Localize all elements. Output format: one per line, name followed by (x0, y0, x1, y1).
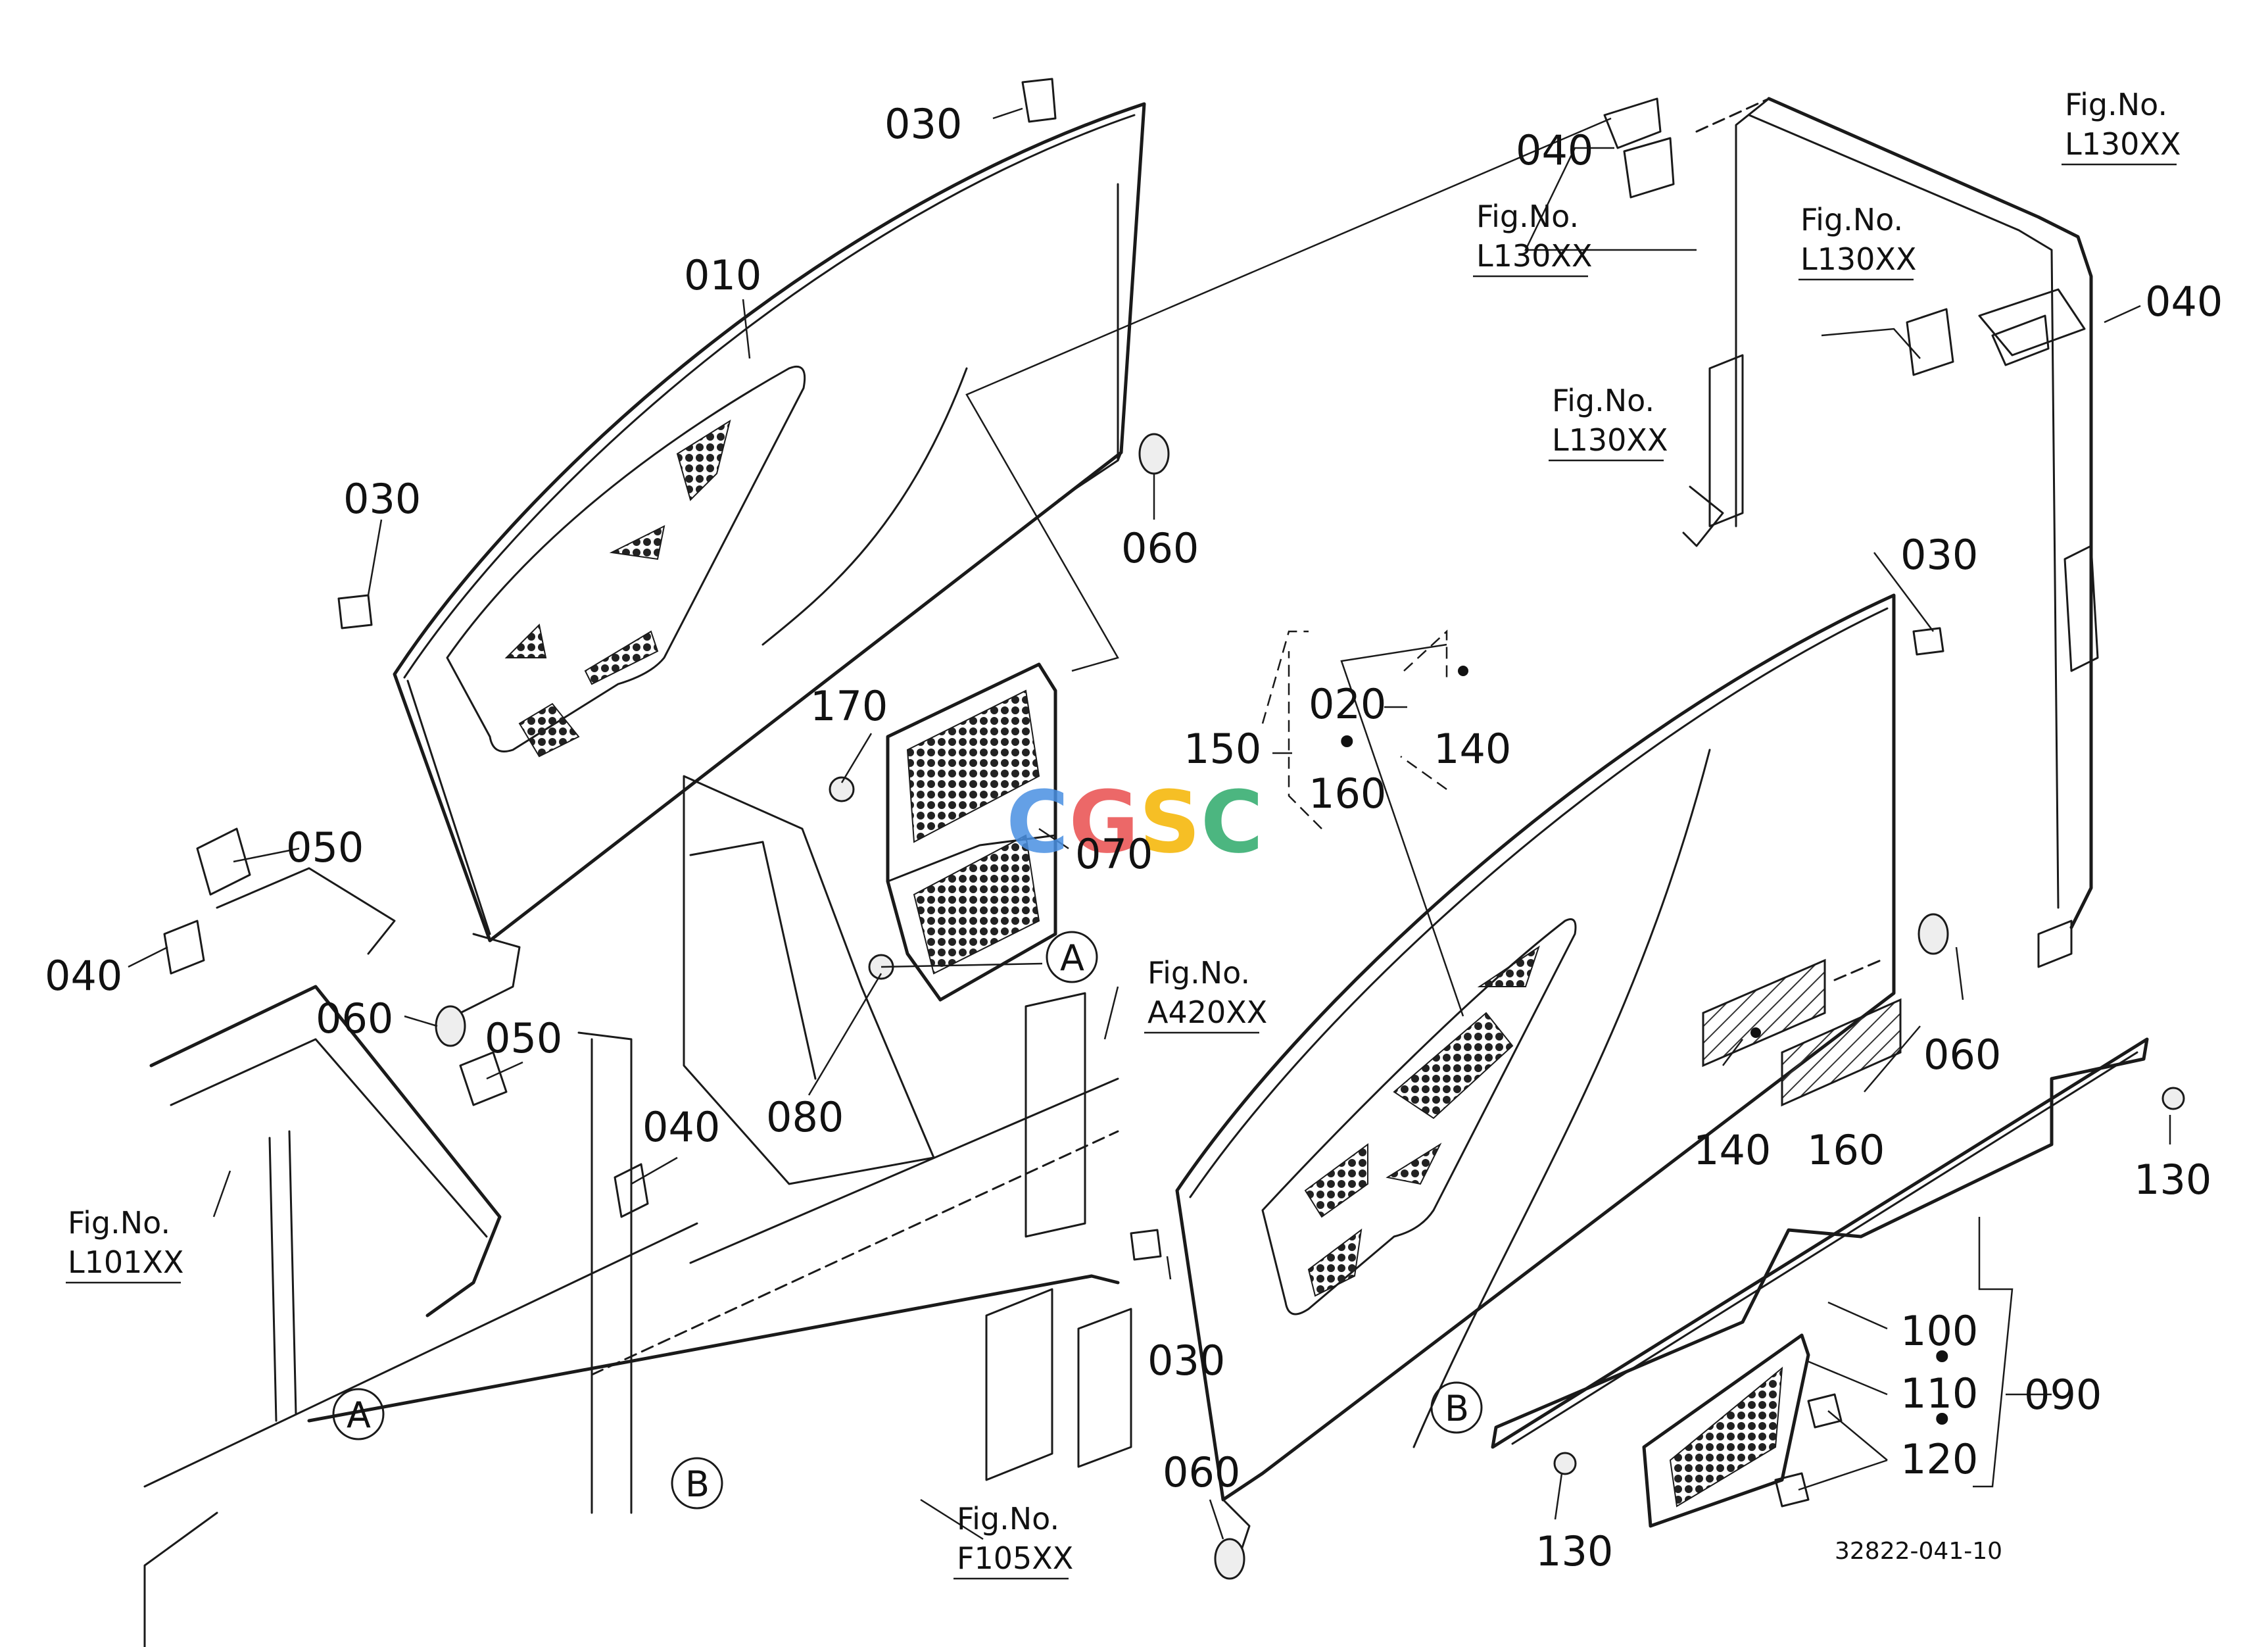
figure-ref: Fig.No. A420XX (1147, 955, 1267, 1030)
part-label-030: 030 (343, 475, 421, 523)
part-label-130: 130 (1535, 1527, 1613, 1575)
part-label-080: 080 (766, 1093, 844, 1141)
part-number-labels: 030 010 030 060 170 070 050 040 060 050 … (45, 100, 2223, 1575)
part-label-040: 040 (45, 952, 122, 1000)
svg-text:Fig.No.: Fig.No. (1147, 955, 1250, 991)
svg-text:L101XX: L101XX (68, 1244, 183, 1280)
part-label-110: 110 (1900, 1369, 1978, 1417)
svg-text:F105XX: F105XX (957, 1540, 1073, 1576)
right-side-cover (1175, 593, 1902, 1567)
part-label-050: 050 (485, 1014, 562, 1062)
part-label-130: 130 (2134, 1156, 2211, 1204)
part-label-120: 120 (1900, 1435, 1978, 1483)
part-label-030: 030 (1147, 1337, 1225, 1385)
figure-ref: Fig.No. L101XX (68, 1205, 183, 1280)
watermark-text: CGSC (1006, 772, 1263, 872)
part-label-100: 100 (1900, 1307, 1978, 1355)
view-marker-a: A (1060, 937, 1084, 979)
figure-ref: Fig.No. F105XX (957, 1501, 1073, 1576)
document-number: 32822-041-10 (1835, 1538, 2002, 1565)
svg-text:L130XX: L130XX (2065, 126, 2181, 162)
svg-text:Fig.No.: Fig.No. (1476, 199, 1579, 234)
part-label-dot: • (1930, 1396, 1954, 1444)
part-label-060: 060 (1121, 524, 1199, 572)
figure-references: Fig.No. L130XX Fig.No. L130XX Fig.No. L1… (68, 87, 2181, 1576)
watermark: CGSC (1006, 772, 1263, 872)
chassis-frame (143, 775, 1132, 1647)
part-label-170: 170 (810, 682, 888, 730)
left-side-cover (393, 102, 1146, 1014)
part-label-160: 160 (1807, 1126, 1885, 1174)
part-label-070: 070 (1075, 830, 1153, 878)
part-label-090: 090 (2024, 1371, 2102, 1419)
view-markers: A A B B (347, 937, 1469, 1505)
part-label-050: 050 (286, 823, 364, 872)
figure-ref: Fig.No. L130XX (1800, 202, 1916, 277)
part-label-030: 030 (1900, 531, 1978, 579)
svg-text:Fig.No.: Fig.No. (957, 1501, 1059, 1536)
svg-text:Fig.No.: Fig.No. (1800, 202, 1903, 237)
part-label-040: 040 (1516, 126, 1593, 174)
view-marker-a: A (347, 1394, 371, 1436)
figure-ref: Fig.No. L130XX (1552, 383, 1668, 458)
part-label-150: 150 (1184, 725, 1261, 773)
part-label-040: 040 (2145, 278, 2223, 326)
watermark-letter: S (1139, 772, 1201, 872)
watermark-letter: C (1201, 772, 1263, 872)
svg-text:Fig.No.: Fig.No. (68, 1205, 170, 1241)
part-label-030: 030 (884, 100, 962, 148)
svg-text:L130XX: L130XX (1552, 422, 1668, 458)
part-label-060: 060 (1923, 1031, 2001, 1079)
view-marker-b: B (685, 1463, 710, 1505)
svg-text:Fig.No.: Fig.No. (1552, 383, 1654, 418)
svg-text:L130XX: L130XX (1476, 238, 1592, 274)
watermark-letter: C (1006, 772, 1069, 872)
part-label-060: 060 (1163, 1448, 1240, 1496)
diagram-lineart (66, 78, 2185, 1647)
part-label-dot: • (1930, 1333, 1954, 1381)
svg-text:A420XX: A420XX (1147, 995, 1267, 1030)
part-label-060: 060 (316, 995, 393, 1043)
rear-frame (1682, 97, 2099, 968)
part-label-dot: • (1335, 718, 1359, 766)
svg-text:Fig.No.: Fig.No. (2065, 87, 2167, 122)
part-label-140: 140 (1693, 1126, 1771, 1174)
view-marker-circles (332, 931, 1483, 1510)
leader-lines (128, 107, 2171, 1540)
lower-rail-assembly (1491, 1037, 2149, 1528)
part-label-010: 010 (684, 251, 761, 299)
center-panel (886, 662, 1057, 1002)
watermark-letter: G (1069, 772, 1139, 872)
part-label-040: 040 (642, 1103, 720, 1151)
svg-text:L130XX: L130XX (1800, 241, 1916, 277)
figure-ref: Fig.No. L130XX (1476, 199, 1592, 274)
figure-ref: Fig.No. L130XX (2065, 87, 2181, 162)
view-marker-b: B (1445, 1388, 1469, 1429)
part-label-160: 160 (1309, 770, 1386, 818)
figure-ref-underlines (66, 163, 2177, 1580)
part-label-020: 020 (1309, 680, 1386, 728)
part-label-140: 140 (1434, 725, 1511, 773)
